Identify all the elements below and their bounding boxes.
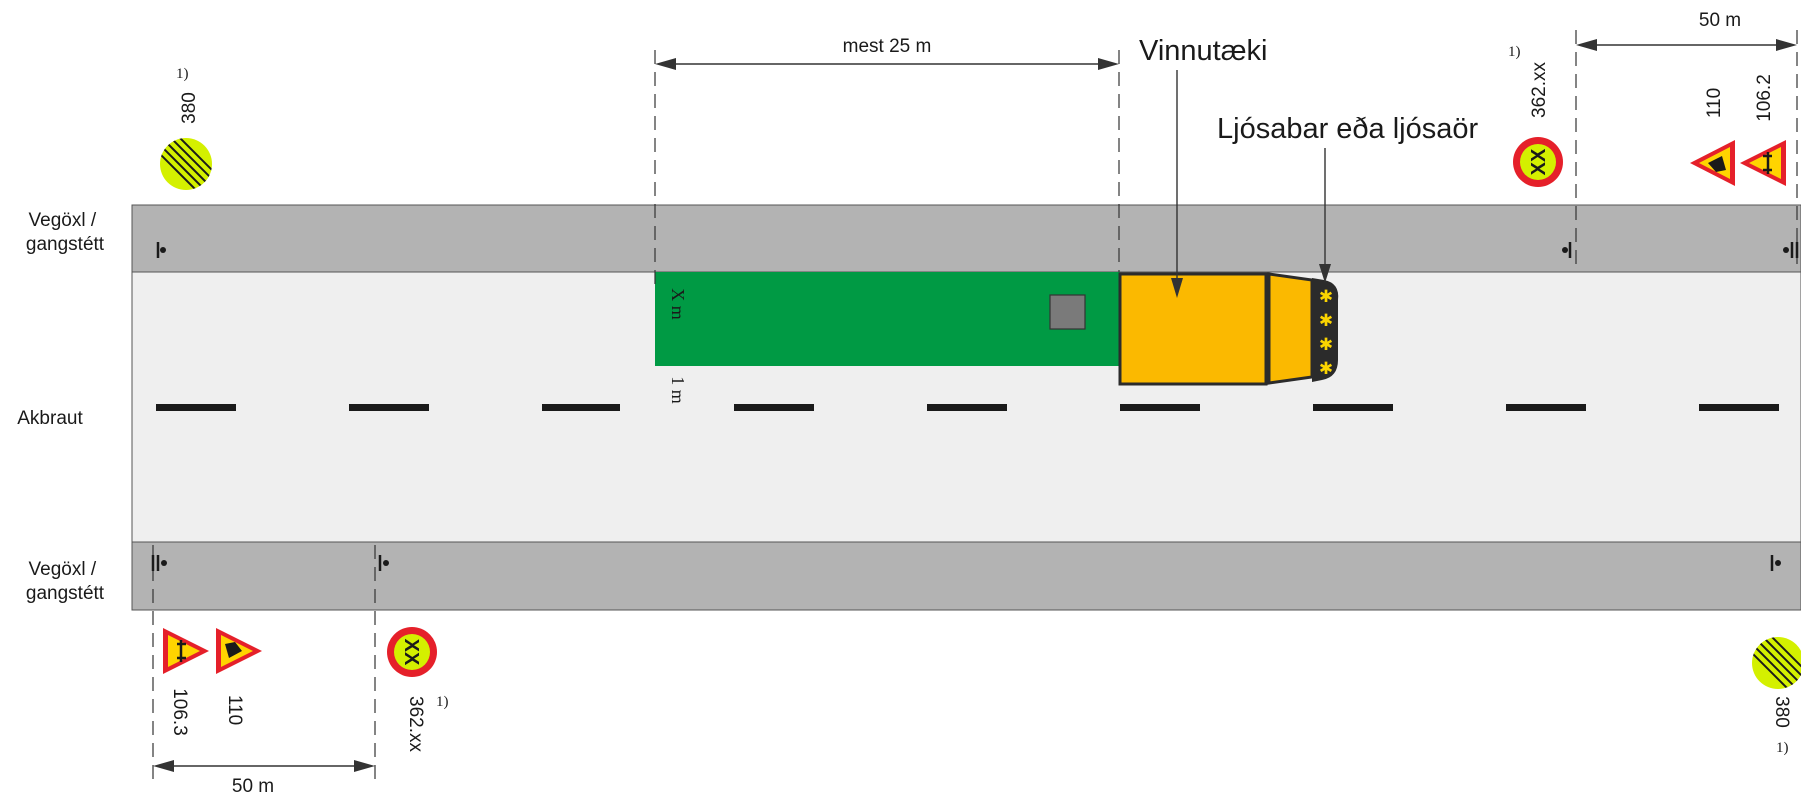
shoulder-bottom: [131, 541, 1801, 611]
end-restriction-note-bottom: 1): [1776, 740, 1789, 756]
shoulder-top: [131, 204, 1801, 273]
speed-limit-note-bottom: 1): [436, 694, 449, 710]
shoulder-bottom-label: Vegöxl / gangstétt: [26, 559, 105, 604]
roadworks-warning-sign-top: [1690, 140, 1735, 186]
end-restriction-note-top: 1): [176, 66, 189, 82]
speed-limit-text-top: XX: [1528, 148, 1550, 175]
narrowing-code-bottom: 106.3: [169, 688, 190, 736]
buffer-width-label: 1 m: [668, 376, 688, 404]
work-zone-length-label: mest 25 m: [843, 36, 932, 57]
work-vehicle: [1118, 272, 1339, 386]
road-narrowing-sign-top: [1740, 140, 1786, 186]
end-restriction-code-top: 380: [179, 92, 200, 124]
end-restriction-sign-top: [160, 138, 212, 190]
svg-text:✱: ✱: [1319, 311, 1333, 331]
road-narrowing-sign-bottom: [163, 628, 209, 674]
carriageway-label: Akbraut: [17, 408, 83, 429]
svg-text:✱: ✱: [1319, 359, 1333, 379]
speed-limit-code-top: 362.xx: [1529, 62, 1550, 118]
work-area: [655, 272, 1120, 366]
roadworks-code-bottom: 110: [224, 695, 245, 725]
roadworks-code-top: 110: [1704, 88, 1725, 118]
work-width-label: X m: [668, 288, 688, 320]
speed-limit-code-bottom: 362.xx: [405, 696, 426, 752]
sign-post-markers: [151, 242, 1799, 571]
centre-line: [156, 404, 1779, 411]
roadworks-warning-sign-bottom: [216, 628, 262, 674]
speed-limit-sign-top: [1513, 137, 1563, 187]
sign-spacing-top-label: 50 m: [1699, 10, 1741, 31]
shoulder-top-label: Vegöxl / gangstétt: [26, 210, 105, 255]
narrowing-code-top: 106.2: [1754, 74, 1775, 122]
speed-limit-note-top: 1): [1508, 44, 1521, 60]
beacon-lights: ✱ ✱ ✱ ✱: [1319, 287, 1333, 379]
beacon-label: Ljósabar eða ljósaör: [1217, 113, 1479, 145]
work-equipment-box: [1049, 294, 1086, 330]
end-restriction-sign-bottom: [1752, 637, 1801, 689]
speed-limit-text-bottom: XX: [400, 639, 422, 666]
end-restriction-code-bottom: 380: [1771, 696, 1792, 728]
svg-text:✱: ✱: [1319, 335, 1333, 355]
equipment-label: Vinnutæki: [1139, 35, 1267, 67]
speed-limit-sign-bottom: [387, 627, 437, 677]
svg-text:✱: ✱: [1319, 287, 1333, 307]
sign-spacing-bottom-label: 50 m: [232, 776, 274, 797]
